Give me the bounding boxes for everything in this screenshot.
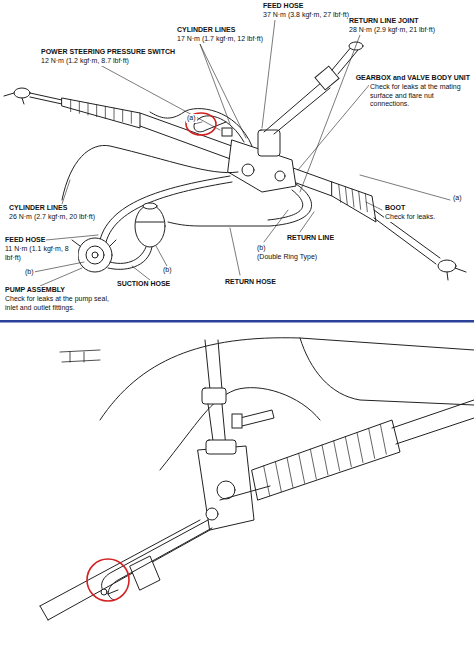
boot-rib	[345, 437, 351, 467]
boot-rib	[322, 445, 328, 475]
part-label: Check for leaks.	[384, 213, 436, 222]
boot-rib	[122, 110, 123, 122]
part-label: 17 N·m (1.7 kgf·m, 12 lbf·ft)	[176, 35, 264, 44]
boot-rib	[357, 433, 363, 463]
boot-rib	[299, 453, 305, 483]
callout-letter: (b)	[256, 244, 267, 253]
part-label: BOOT	[384, 204, 406, 213]
part-label: Check for leaks at the pump seal, inlet …	[4, 295, 124, 312]
boot-rib	[310, 449, 316, 479]
part-label: POWER STEERING PRESSURE SWITCH	[40, 48, 176, 57]
callout-letter: (a)	[186, 114, 197, 123]
part-label: PUMP ASSEMBLY	[4, 286, 66, 295]
boot-rib	[131, 111, 132, 123]
part-label: GEARBOX and VALVE BODY UNIT	[355, 74, 471, 83]
boot-rib	[88, 103, 89, 115]
part-label: RETURN LINE JOINT	[348, 17, 420, 26]
boot-rib	[114, 108, 115, 120]
part-label: Check for leaks at the mating surface an…	[369, 83, 471, 109]
part-label: RETURN LINE	[286, 234, 335, 243]
boot-rib	[352, 189, 354, 207]
boot-rib	[334, 441, 340, 471]
boot-rib	[287, 458, 293, 488]
boot-rib	[70, 100, 71, 112]
part-label: 12 N·m (1.2 kgf·m, 8.7 lbf·ft)	[40, 57, 130, 66]
callout-letter: (a)	[452, 194, 463, 203]
part-label: (Double Ring Type)	[256, 253, 318, 262]
part-label: 11 N·m (1.1 kgf·m, 8 lbf·ft)	[4, 245, 78, 262]
boot-rib	[79, 101, 80, 113]
part-label: CYLINDER LINES	[8, 204, 68, 213]
callout-letter: (b)	[24, 268, 35, 277]
divider-line	[0, 320, 474, 323]
part-label: RETURN HOSE	[224, 278, 277, 287]
boot-rib	[369, 428, 375, 458]
part-label: FEED HOSE	[4, 236, 46, 245]
boot-rib	[359, 191, 361, 209]
boot-rib	[264, 466, 270, 496]
part-label: FEED HOSE	[262, 2, 304, 11]
boot-rib	[345, 187, 347, 205]
boot-rib	[105, 106, 106, 118]
highlight-circle	[87, 559, 129, 601]
part-label: 28 N·m (2.9 kgf·m, 21 lbf·ft)	[348, 26, 436, 35]
part-label: SUCTION HOSE	[116, 280, 171, 289]
boot-rib	[96, 105, 97, 117]
part-label: 26 N·m (2.7 kgf·m, 20 lbf·ft)	[8, 213, 96, 222]
part-label: 37 N·m (3.8 kgf·m, 27 lbf·ft)	[262, 11, 350, 20]
boot-rib	[339, 184, 341, 202]
callout-letter: (b)	[162, 266, 173, 275]
boot-rib	[380, 424, 386, 454]
boot-rib	[275, 462, 281, 492]
highlight-circle	[186, 113, 216, 135]
part-label: CYLINDER LINES	[176, 26, 236, 35]
